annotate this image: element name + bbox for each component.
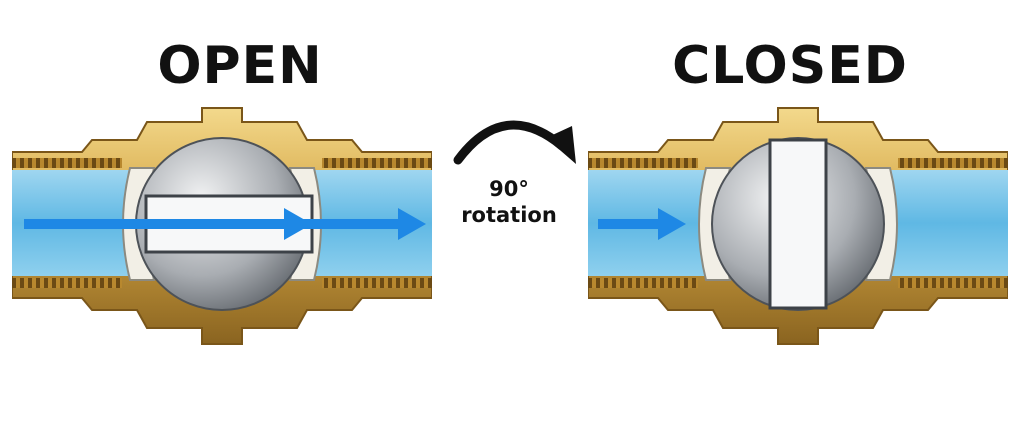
- open-title: OPEN: [157, 36, 323, 96]
- closed-title: CLOSED: [672, 36, 908, 96]
- closed-valve-cutaway: [588, 107, 1008, 345]
- thread-top-left: [12, 158, 122, 168]
- flow-arrowhead: [658, 208, 686, 240]
- rotation-arrow-icon: [453, 120, 576, 165]
- thread-bottom-right: [322, 278, 432, 288]
- open-valve-cutaway: [12, 107, 432, 345]
- flow-arrowhead-mid: [284, 208, 312, 240]
- thread-bottom-left: [12, 278, 122, 288]
- rotation-degrees: 90°: [489, 177, 529, 201]
- thread-top-right: [898, 158, 1008, 168]
- thread-bottom-left: [588, 278, 698, 288]
- thread-bottom-right: [898, 278, 1008, 288]
- rotation-label: rotation: [461, 203, 557, 227]
- ball-bore: [768, 138, 828, 310]
- thread-top-left: [588, 158, 698, 168]
- flow-arrowhead-end: [398, 208, 426, 240]
- water-outlet-blocked: [890, 170, 1008, 276]
- thread-top-right: [322, 158, 432, 168]
